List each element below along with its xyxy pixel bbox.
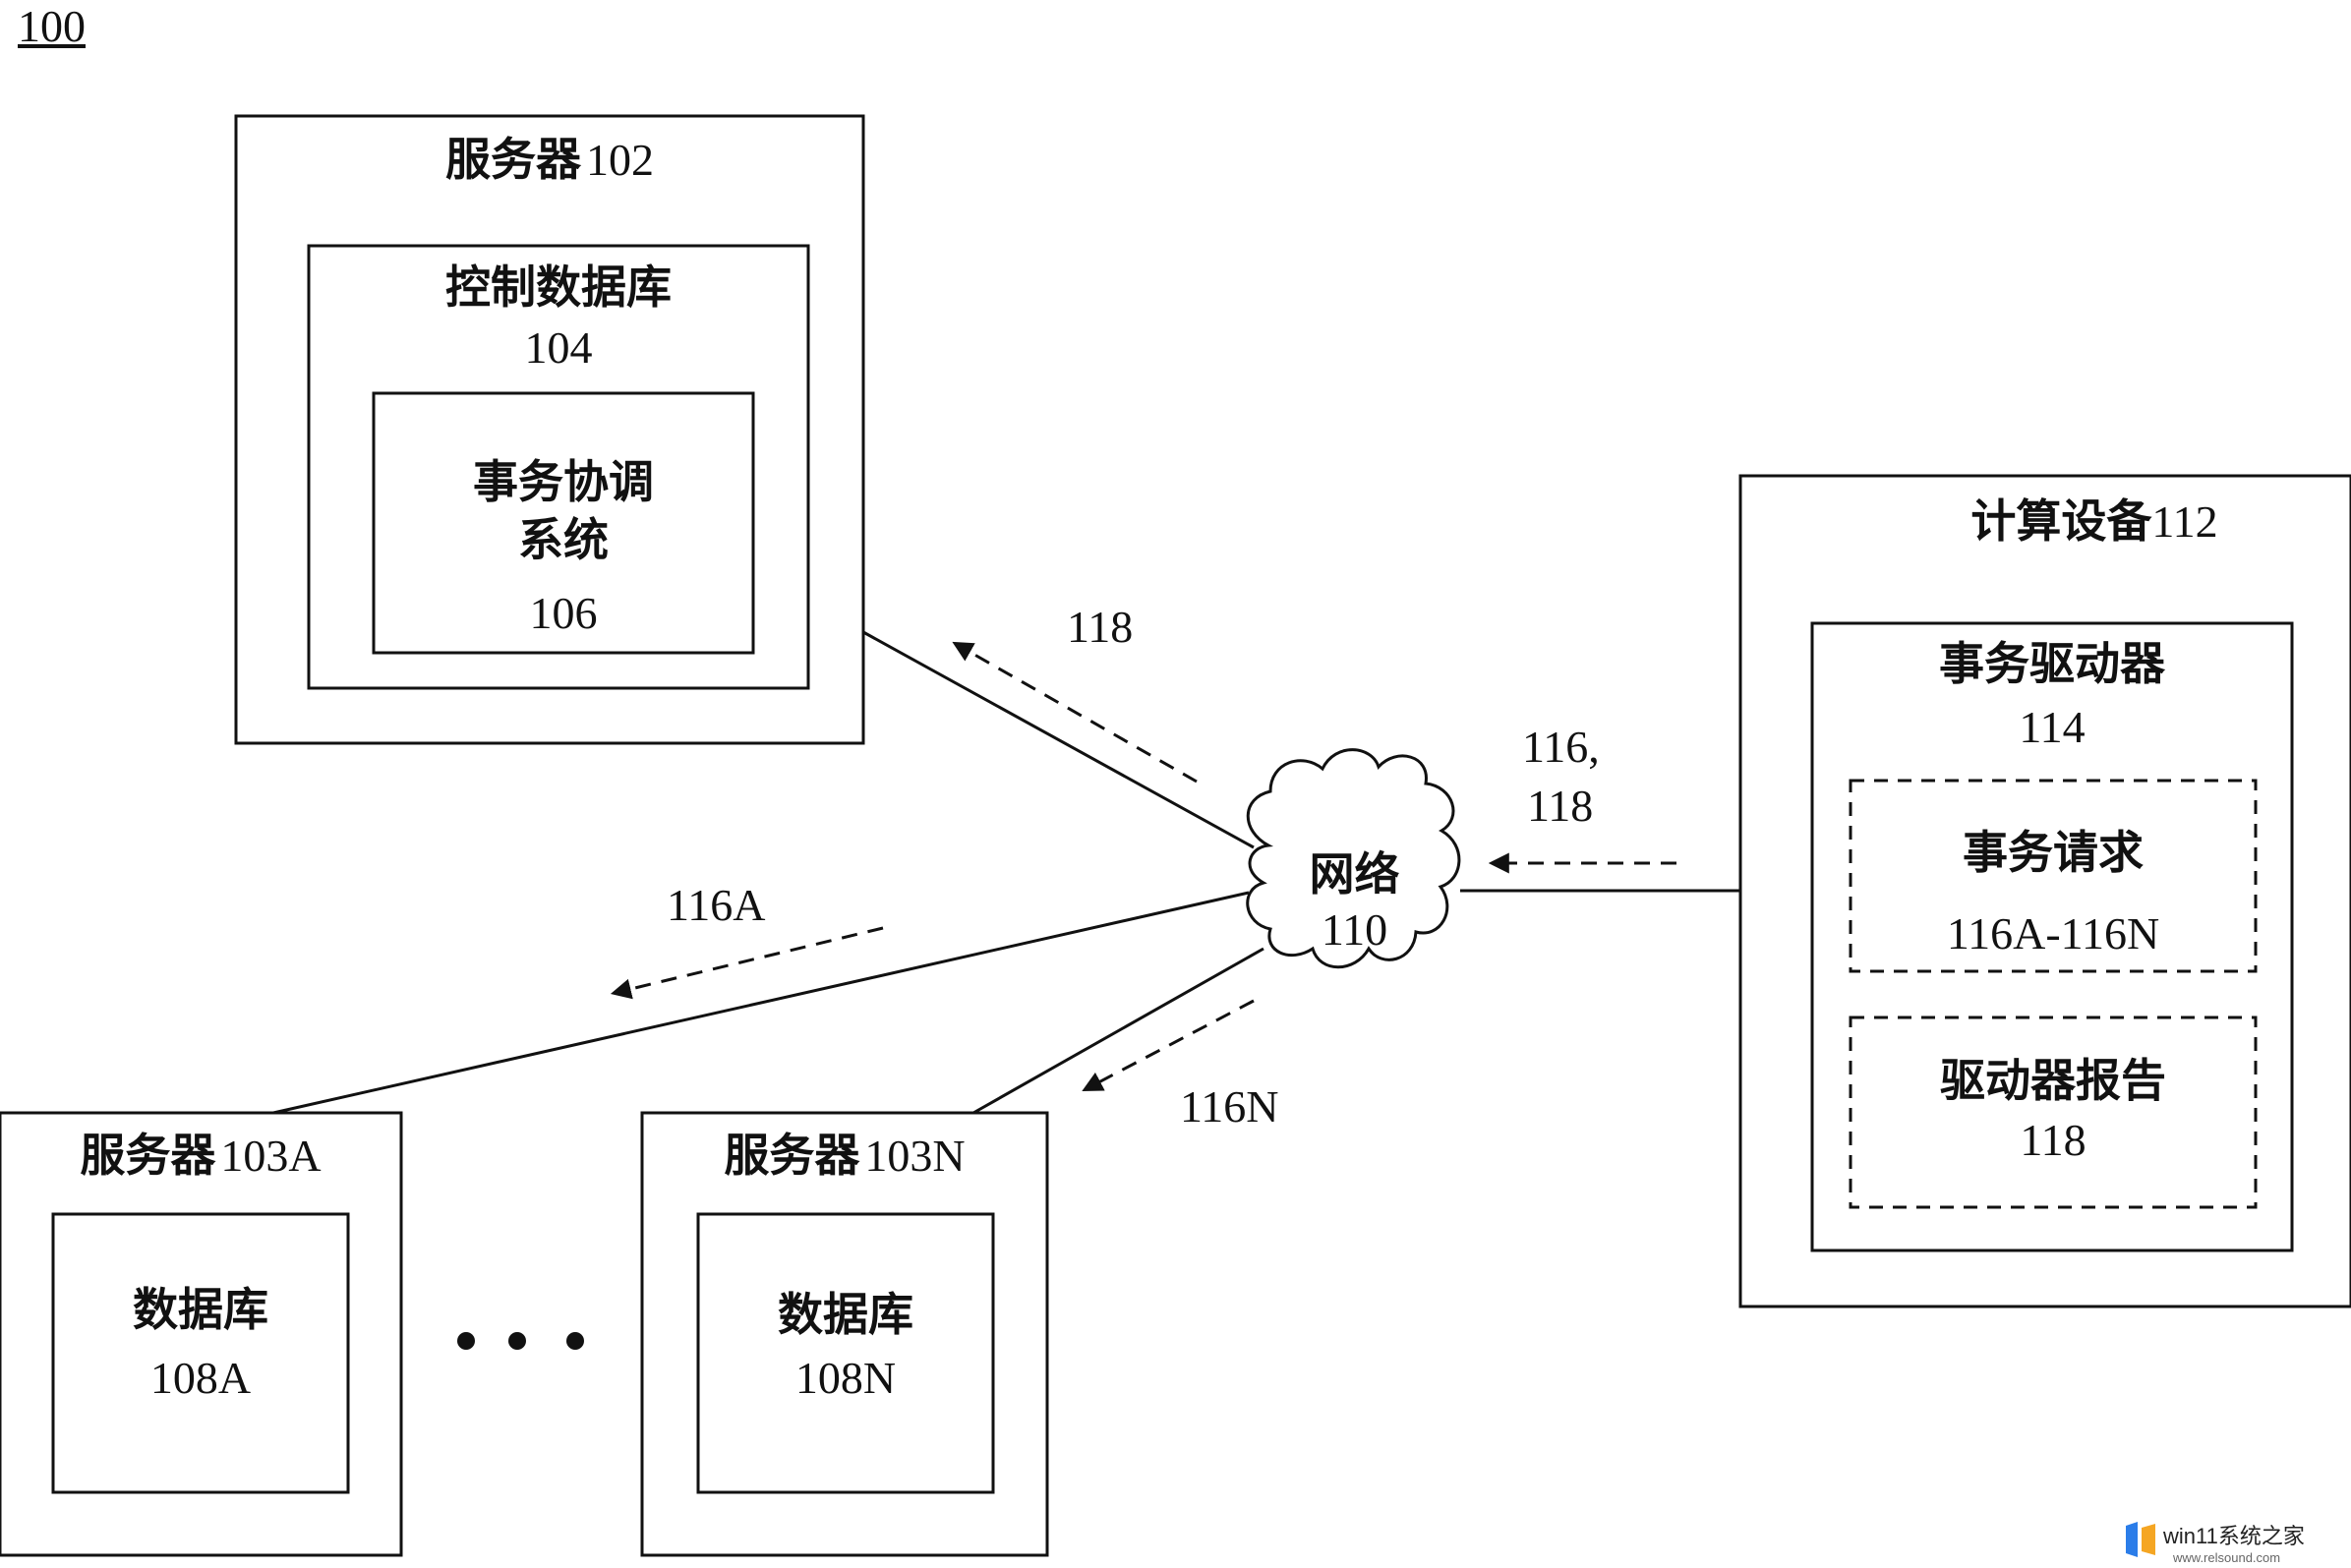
db-108a-name: 数据库	[133, 1283, 268, 1336]
db-108a-id: 108A	[149, 1353, 252, 1403]
server-103n-id: 103N	[864, 1131, 966, 1181]
watermark-logo-icon	[2126, 1522, 2155, 1557]
db-108n-name: 数据库	[778, 1288, 913, 1341]
tx-driver-name: 事务驱动器	[1939, 637, 2165, 690]
server-103a-name: 服务器	[80, 1129, 216, 1182]
control-db-name: 控制数据库	[445, 261, 672, 314]
computing-device-id: 112	[2151, 496, 2218, 547]
watermark: win11系统之家 www.relsound.com	[2163, 1519, 2305, 1565]
server-103n-title: 服务器 103N	[642, 1129, 1047, 1183]
server-103a-box	[0, 1111, 403, 1557]
network-id: 110	[1321, 904, 1388, 955]
server-103a-id: 103A	[220, 1131, 322, 1181]
computing-device-name: 计算设备	[1970, 494, 2152, 548]
server-102-name: 服务器	[444, 133, 581, 186]
server-102-title: 服务器 102	[236, 133, 863, 187]
network-cloud-icon	[1246, 748, 1461, 969]
control-db-box	[307, 244, 810, 690]
flow-label-116a: 116A	[667, 880, 766, 930]
computing-device-title: 计算设备112	[1849, 494, 2340, 549]
tx-request-id: 116A-116N	[1946, 908, 2160, 958]
flow-label-118: 118	[1067, 602, 1134, 652]
watermark-url: www.relsound.com	[2173, 1550, 2281, 1565]
link-network-server103n	[972, 947, 1264, 1115]
flow-arrow-116n	[1082, 999, 1255, 1091]
flow-label-116-118-line1: 116,	[1522, 722, 1600, 772]
link-network-server103a	[272, 891, 1250, 1115]
control-db-id: 104	[524, 322, 593, 373]
flow-label-116n: 116N	[1180, 1081, 1279, 1132]
server-102-id: 102	[586, 135, 655, 185]
server-103n-box	[640, 1111, 1049, 1557]
server-102-box	[234, 114, 865, 745]
server-103a-title: 服务器 103A	[0, 1129, 401, 1183]
flow-arrow-116a	[610, 926, 884, 1000]
ellipsis-dot	[566, 1332, 584, 1350]
link-server102-network	[862, 630, 1255, 849]
tx-request-name: 事务请求	[1963, 826, 2144, 879]
tx-driver-id: 114	[2019, 702, 2086, 752]
flow-arrow-118	[952, 641, 1198, 784]
computing-device-box	[1738, 474, 2351, 1308]
db-108n-box	[696, 1212, 995, 1494]
db-108a-box	[51, 1212, 350, 1494]
ellipsis-dot	[508, 1332, 526, 1350]
driver-report-name: 驱动器报告	[1940, 1054, 2166, 1107]
watermark-text: win11系统之家	[2163, 1524, 2305, 1548]
tx-coord-name-line2: 系统	[518, 513, 609, 566]
db-108n-id: 108N	[794, 1353, 897, 1403]
driver-report-box	[1849, 1016, 2258, 1209]
flow-label-116-118-line2: 118	[1527, 781, 1594, 831]
figure-label: 100	[18, 1, 86, 51]
tx-request-box	[1849, 779, 2258, 973]
tx-driver-box	[1810, 621, 2294, 1252]
tx-coord-name-line1: 事务协调	[473, 455, 654, 508]
driver-report-id: 118	[2020, 1115, 2087, 1165]
server-103n-name: 服务器	[724, 1129, 860, 1182]
tx-coord-box	[372, 391, 755, 655]
network-name: 网络	[1309, 847, 1400, 900]
ellipsis-dot	[457, 1332, 475, 1350]
tx-coord-id: 106	[529, 588, 598, 638]
